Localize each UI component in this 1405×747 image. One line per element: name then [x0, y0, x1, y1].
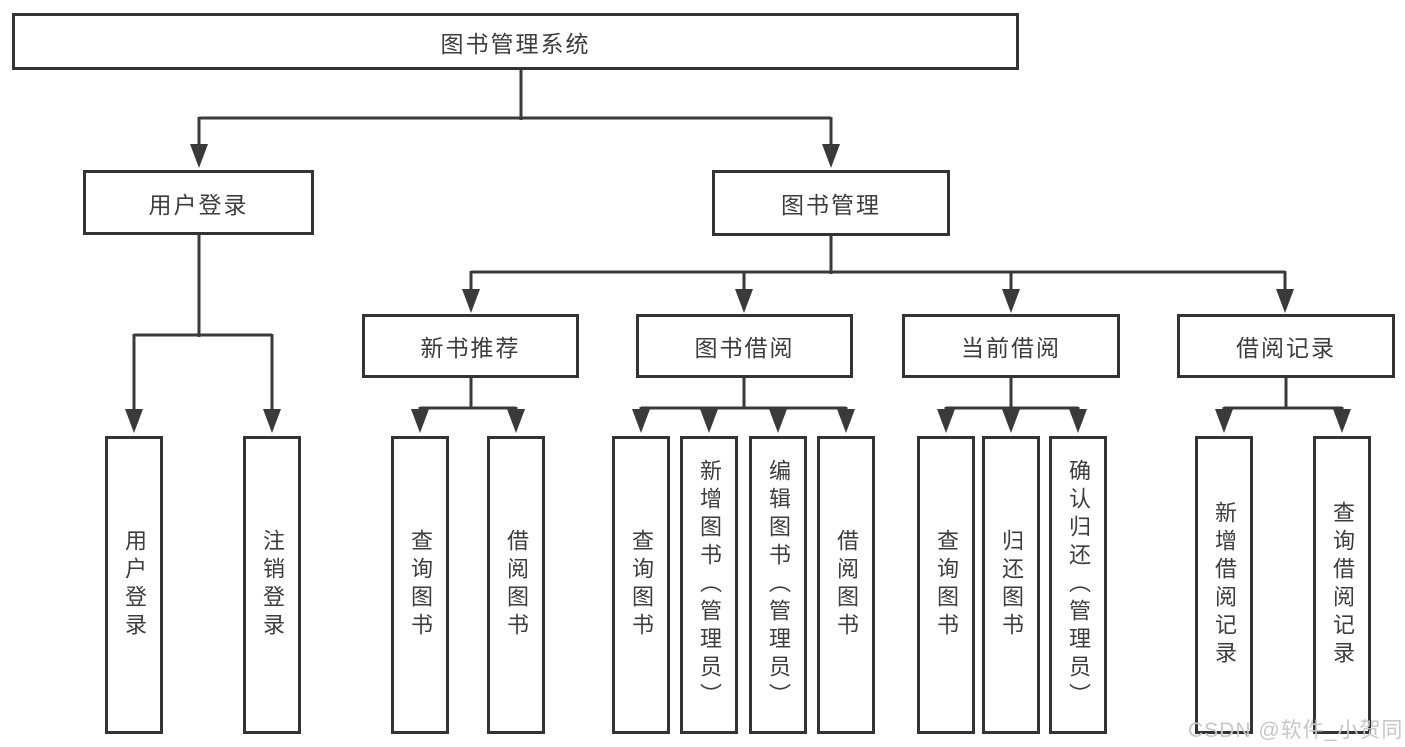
arrowheads [125, 144, 1351, 433]
arrow-down-icon [822, 144, 840, 168]
leaf-edit-books-admin: 编辑图书（管理员） [749, 436, 807, 734]
arrow-down-icon [125, 409, 143, 433]
node-label: 图书管理 [781, 192, 881, 218]
node-user-login-branch: 用户登录 [83, 170, 314, 235]
leaf-query-books: 查询图书 [391, 436, 449, 734]
leaf-add-borrow-record: 新增借阅记录 [1195, 436, 1253, 734]
leaf-borrow-books: 借阅图书 [817, 436, 875, 734]
arrow-down-icon [1069, 409, 1087, 433]
arrow-down-icon [462, 289, 480, 313]
node-new-book-recommendation: 新书推荐 [362, 314, 579, 378]
node-current-borrowing: 当前借阅 [902, 314, 1120, 378]
arrow-down-icon [632, 409, 650, 433]
arrow-down-icon [735, 289, 753, 313]
leaf-query-borrow-record: 查询借阅记录 [1313, 436, 1371, 734]
node-book-borrowing: 图书借阅 [636, 314, 853, 378]
leaf-logout: 注销登录 [243, 436, 301, 734]
arrow-down-icon [1215, 409, 1233, 433]
node-system-root: 图书管理系统 [12, 13, 1019, 70]
node-label: 借阅记录 [1236, 335, 1336, 361]
leaf-borrow-books: 借阅图书 [487, 436, 545, 734]
arrow-down-icon [507, 409, 525, 433]
leaf-label: 注销登录 [260, 529, 285, 641]
leaf-label: 确认归还（管理员） [1066, 459, 1091, 711]
node-borrowing-records: 借阅记录 [1177, 314, 1395, 378]
node-label: 当前借阅 [961, 335, 1061, 361]
arrow-down-icon [937, 409, 955, 433]
leaf-query-books: 查询图书 [917, 436, 975, 734]
leaf-label: 用户登录 [122, 529, 147, 641]
node-book-management-branch: 图书管理 [712, 170, 950, 236]
arrow-down-icon [1276, 289, 1294, 313]
node-label: 用户登录 [148, 191, 249, 218]
arrow-down-icon [190, 144, 208, 168]
arrow-down-icon [263, 409, 281, 433]
node-label: 新书推荐 [420, 335, 521, 361]
leaf-label: 查询图书 [408, 529, 433, 641]
leaf-label: 查询图书 [934, 529, 959, 641]
node-label: 图书管理系统 [440, 30, 591, 57]
leaf-label: 归还图书 [999, 529, 1024, 641]
leaf-user-login: 用户登录 [105, 436, 163, 734]
leaf-label: 查询图书 [629, 529, 654, 641]
leaf-add-books-admin: 新增图书（管理员） [680, 436, 738, 734]
csdn-watermark: CSDN @软件_小贺同学 [1188, 719, 1405, 742]
leaf-label: 借阅图书 [834, 529, 859, 641]
arrow-down-icon [700, 409, 718, 433]
leaf-label: 新增图书（管理员） [697, 459, 722, 711]
arrow-down-icon [411, 409, 429, 433]
leaf-confirm-return-admin: 确认归还（管理员） [1049, 436, 1107, 734]
leaf-label: 借阅图书 [504, 529, 529, 641]
leaf-label: 编辑图书（管理员） [766, 459, 791, 711]
leaf-label: 查询借阅记录 [1330, 501, 1355, 669]
leaf-label: 新增借阅记录 [1212, 501, 1237, 669]
leaf-return-books: 归还图书 [982, 436, 1040, 734]
arrow-down-icon [1002, 289, 1020, 313]
arrow-down-icon [1333, 409, 1351, 433]
node-label: 图书借阅 [694, 335, 795, 361]
arrow-down-icon [837, 409, 855, 433]
leaf-query-books: 查询图书 [612, 436, 670, 734]
arrow-down-icon [769, 409, 787, 433]
arrow-down-icon [1002, 409, 1020, 433]
